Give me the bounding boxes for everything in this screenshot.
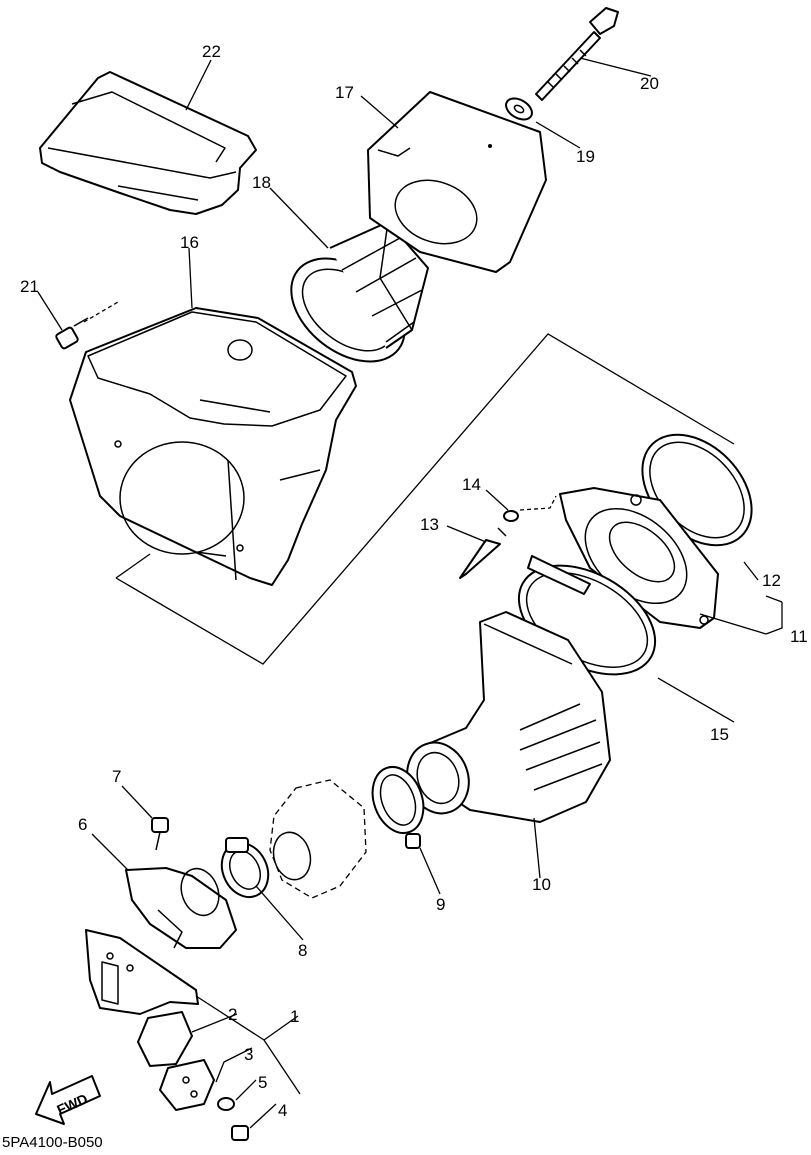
part-14-washer	[503, 510, 519, 522]
callout-11: 11	[790, 627, 808, 646]
part-16-air-box	[69, 307, 357, 586]
callout-21: 21	[20, 277, 39, 296]
part-18-filter-guide	[290, 221, 429, 363]
diagram-code: 5PA4100-B050	[2, 1134, 103, 1150]
part-4-screw	[231, 1125, 249, 1141]
part-6-carburetor-joint	[125, 867, 237, 949]
callout-labels: 22 20 17 19 18 16 21 14 13 12 11 15 7 6 …	[20, 42, 808, 1120]
part-19-washer	[505, 97, 533, 121]
callout-1: 1	[290, 1007, 299, 1026]
part-2-reed-plate	[137, 1011, 193, 1067]
callout-3: 3	[244, 1045, 253, 1064]
callout-13: 13	[420, 515, 439, 534]
part-17-filter-element	[367, 91, 547, 273]
callout-14: 14	[462, 475, 481, 494]
part-8-hose-clamp	[220, 837, 270, 899]
callout-5: 5	[258, 1073, 267, 1092]
callout-17: 17	[335, 83, 354, 102]
dashed-duct-outline	[269, 779, 367, 899]
part-3-reed-stopper	[159, 1059, 215, 1111]
part-7-bolt	[151, 817, 169, 851]
callout-2: 2	[228, 1005, 237, 1024]
callout-15: 15	[710, 725, 729, 744]
callout-10: 10	[532, 875, 551, 894]
callout-22: 22	[202, 42, 221, 61]
callout-4: 4	[278, 1101, 287, 1120]
leader-lines	[37, 57, 783, 1129]
part-20-long-bolt	[535, 7, 619, 101]
part-22-air-box-cover	[39, 71, 257, 215]
callout-8: 8	[298, 941, 307, 960]
callout-18: 18	[252, 173, 271, 192]
part-21-bolt	[55, 317, 89, 350]
callout-20: 20	[640, 74, 659, 93]
callout-19: 19	[576, 147, 595, 166]
callout-7: 7	[112, 767, 121, 786]
callout-9: 9	[436, 895, 445, 914]
callout-6: 6	[78, 815, 87, 834]
part-13-rivet	[459, 527, 507, 579]
callout-16: 16	[180, 233, 199, 252]
part-9-hose-band	[371, 766, 425, 849]
fwd-arrow-icon: FWD	[35, 1075, 101, 1125]
part-11-joint	[559, 487, 719, 629]
reed-valve-plate	[85, 929, 199, 1015]
part-5-washer	[217, 1097, 235, 1111]
callout-12: 12	[762, 571, 781, 590]
